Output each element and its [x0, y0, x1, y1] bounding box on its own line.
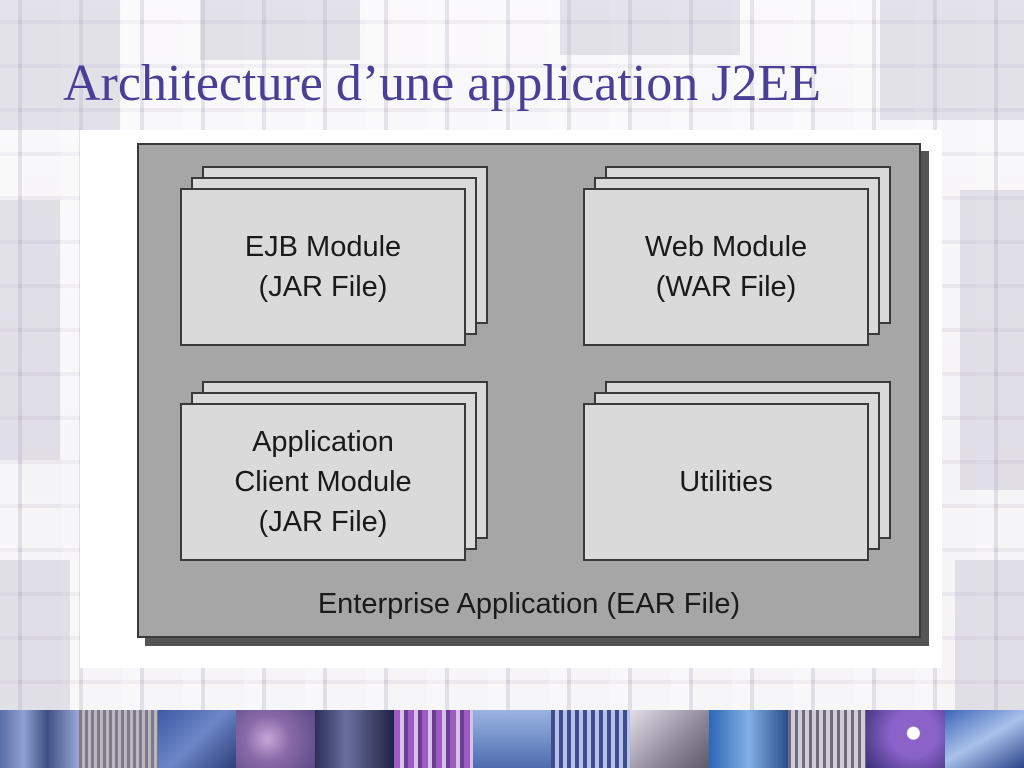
enterprise-application-label: Enterprise Application (EAR File) [317, 588, 741, 620]
module-sheet-front: Application Client Module (JAR File) [180, 403, 466, 561]
slide-title: Architecture d’une application J2EE [63, 55, 822, 112]
strip-photo [78, 710, 158, 768]
application-client-module: Application Client Module (JAR File) [180, 381, 488, 562]
background-photo-tile [0, 560, 70, 710]
strip-photo [472, 710, 552, 768]
background-photo-tile [0, 200, 60, 460]
web-module-file-type: (WAR File) [655, 271, 797, 303]
ejb-module-file-type: (JAR File) [258, 271, 388, 303]
module-sheet-front: EJB Module (JAR File) [180, 188, 466, 346]
strip-photo [551, 710, 631, 768]
module-sheet-front: Utilities [583, 403, 869, 561]
client-module-title-line-1: Application [252, 426, 394, 458]
diagram-panel: EJB Module (JAR File) Web Module (WAR Fi… [80, 130, 942, 668]
strip-photo [0, 710, 79, 768]
background-photo-tile [200, 0, 360, 60]
ejb-module-title: EJB Module [244, 231, 402, 263]
utilities-module-title: Utilities [679, 466, 773, 498]
background-photo-tile [560, 0, 740, 55]
module-sheet-front: Web Module (WAR File) [583, 188, 869, 346]
strip-photo [157, 710, 237, 768]
utilities-module: Utilities [583, 381, 891, 562]
strip-photo [945, 710, 1024, 768]
enterprise-application-container: EJB Module (JAR File) Web Module (WAR Fi… [137, 143, 921, 638]
decorative-photo-strip [0, 710, 1024, 768]
strip-photo [315, 710, 394, 768]
background-photo-tile [880, 0, 1024, 120]
strip-photo [866, 710, 946, 768]
client-module-file-type: (JAR File) [258, 506, 388, 538]
background-photo-tile [955, 560, 1024, 710]
strip-photo [236, 710, 316, 768]
ejb-module: EJB Module (JAR File) [180, 166, 488, 347]
client-module-title-line-2: Client Module [234, 466, 412, 498]
background-photo-tile [960, 190, 1024, 490]
web-module: Web Module (WAR File) [583, 166, 891, 347]
strip-photo [393, 710, 473, 768]
background-photo-tile [0, 0, 120, 130]
strip-photo [787, 710, 867, 768]
strip-photo [630, 710, 709, 768]
strip-photo [708, 710, 788, 768]
web-module-title: Web Module [644, 231, 808, 263]
